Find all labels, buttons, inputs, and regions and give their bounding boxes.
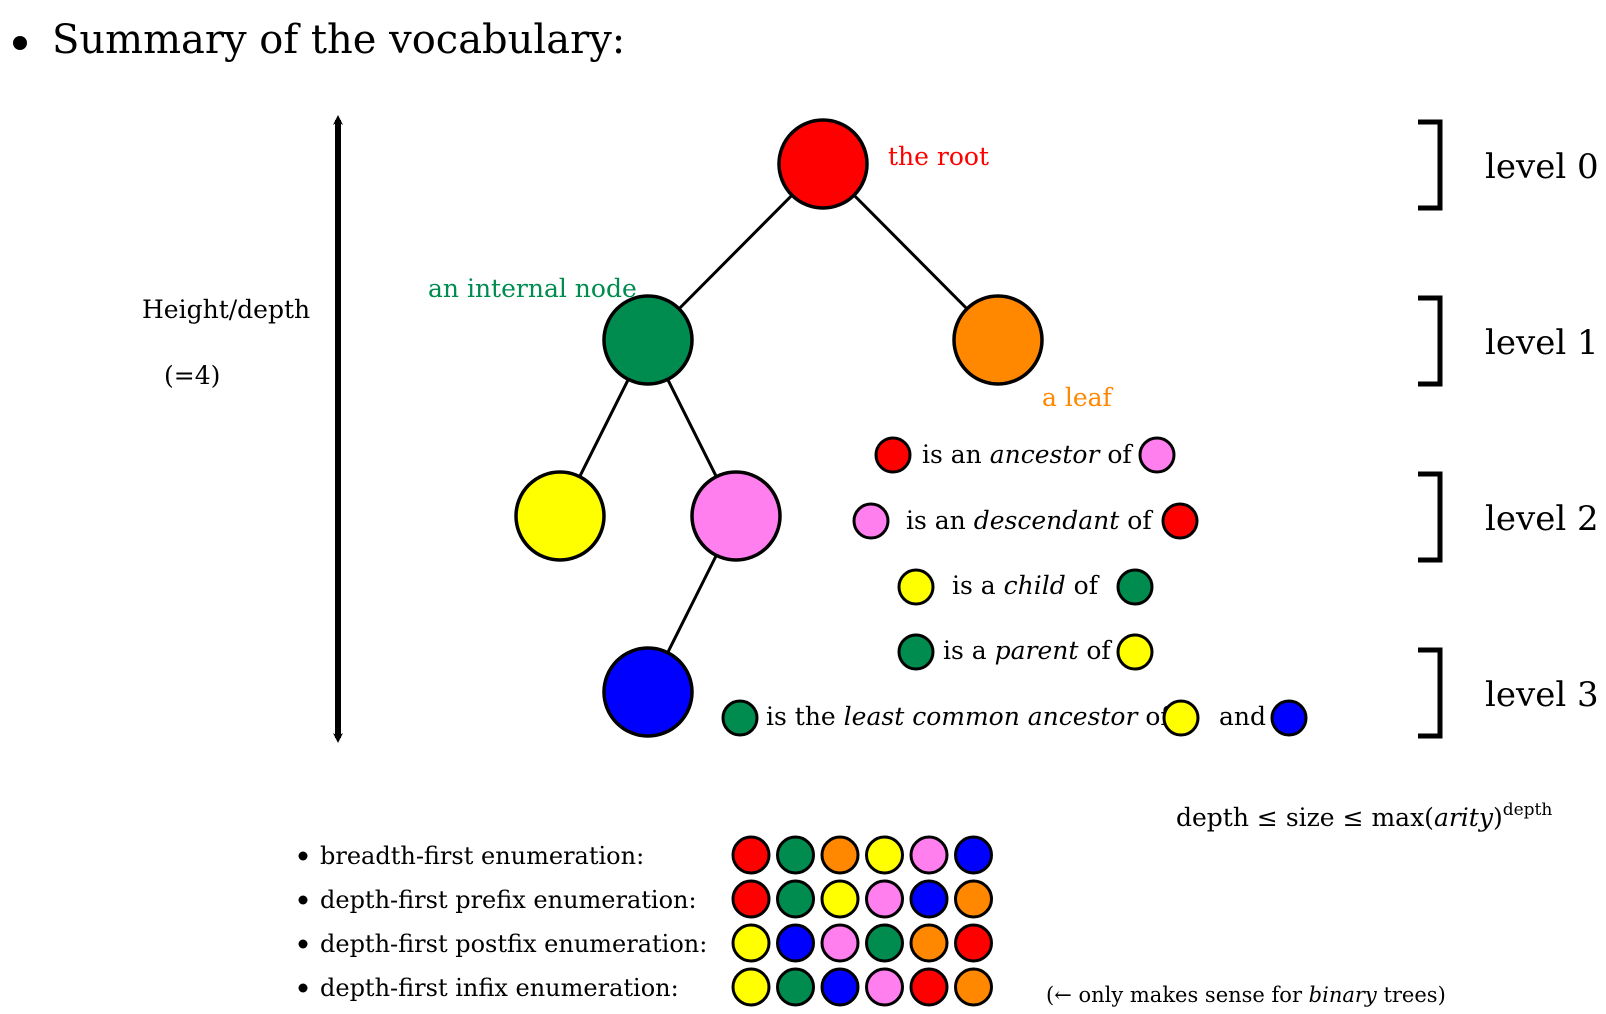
node-internal [602,294,694,386]
relation-dot [1138,436,1176,474]
enumeration-node-blue [909,879,949,919]
enumeration-node-pink [865,879,904,919]
infix-note: (← only makes sense for binary trees) [1046,983,1446,1007]
relation-dot [721,699,759,737]
enumeration-node-red [954,923,993,963]
level-brackets [1418,119,1443,739]
enumeration-node-green [776,835,815,875]
relation-text: is a child of [952,571,1100,600]
relation-lca: is the least common ancestor of and [721,699,1308,737]
relation-ancestor: is an ancestor of [874,436,1176,474]
enumeration-bullet [298,983,308,993]
relation-dot [897,568,935,606]
enumeration-node-red [731,835,771,875]
relation-dot [1116,633,1154,671]
title-bullet [13,36,27,50]
node-pink [690,470,782,562]
relation-dot [1116,568,1154,606]
enumeration-node-orange [820,835,860,875]
enumeration-node-pink [820,923,860,963]
relation-dot [1270,699,1308,737]
height-label: Height/depth [142,295,310,324]
node-leaf-orange [952,294,1044,386]
enumeration-node-green [776,879,815,919]
enumeration-bullet [298,939,308,949]
level-label-3: level 3 [1485,675,1599,715]
enumeration-node-red [731,879,771,919]
enumeration-node-orange [954,879,993,919]
depth-size-inequality: depth ≤ size ≤ max(arity)depth [1176,800,1552,832]
relation-descendant: is an descendant of [852,502,1199,540]
relation-dot [1161,502,1199,540]
level-bracket-0 [1418,119,1443,211]
enumeration-node-green [865,923,904,963]
relation-dot [852,502,890,540]
enumeration-node-green [776,967,815,1007]
enumeration-label: breadth-first enumeration: [320,842,644,870]
height-value: (=4) [164,361,220,390]
level-label-2: level 2 [1485,499,1599,539]
relation-dot [1162,699,1200,737]
level-bracket-2 [1418,471,1443,563]
relation-and: and [1219,702,1266,731]
enumeration-label: depth-first postfix enumeration: [320,930,707,958]
enumeration-node-blue [776,923,815,963]
enumeration-node-pink [865,967,904,1007]
enumeration-node-pink [909,835,949,875]
enumeration-label: depth-first prefix enumeration: [320,886,697,914]
enumeration-label: depth-first infix enumeration: [320,974,679,1002]
level-bracket-3 [1418,647,1443,739]
level-bracket-1 [1418,295,1443,387]
relation-text: is an ancestor of [922,440,1133,469]
enumeration-node-yellow [820,879,860,919]
leaf-label: a leaf [1042,383,1114,412]
relation-dot [897,633,935,671]
enumeration-bullet [298,851,308,861]
relation-dot [874,436,912,474]
enumeration-node-yellow [731,923,771,963]
relation-child: is a child of [897,568,1154,606]
root-label: the root [888,142,989,171]
relation-text: is a parent of [943,636,1112,665]
enumeration-bullet [298,895,308,905]
tree-edges [558,162,1000,693]
node-root [777,118,869,210]
level-label-0: level 0 [1485,147,1599,187]
enumeration-node-blue [820,967,860,1007]
enumeration-node-yellow [865,835,904,875]
relation-parent: is a parent of [897,633,1154,671]
relation-text: is an descendant of [906,506,1153,535]
enumerations: breadth-first enumeration: depth-first pr… [298,835,993,1007]
node-yellow [514,470,606,562]
node-blue [602,646,694,738]
enumeration-node-red [909,967,949,1007]
internal-node-label: an internal node [428,274,637,303]
enumeration-node-blue [954,835,993,875]
level-label-1: level 1 [1485,323,1599,363]
enumeration-node-orange [909,923,949,963]
relation-text: is the least common ancestor of [766,702,1171,731]
enumeration-node-yellow [731,967,771,1007]
enumeration-node-orange [954,967,993,1007]
page-title: Summary of the vocabulary: [52,17,625,63]
